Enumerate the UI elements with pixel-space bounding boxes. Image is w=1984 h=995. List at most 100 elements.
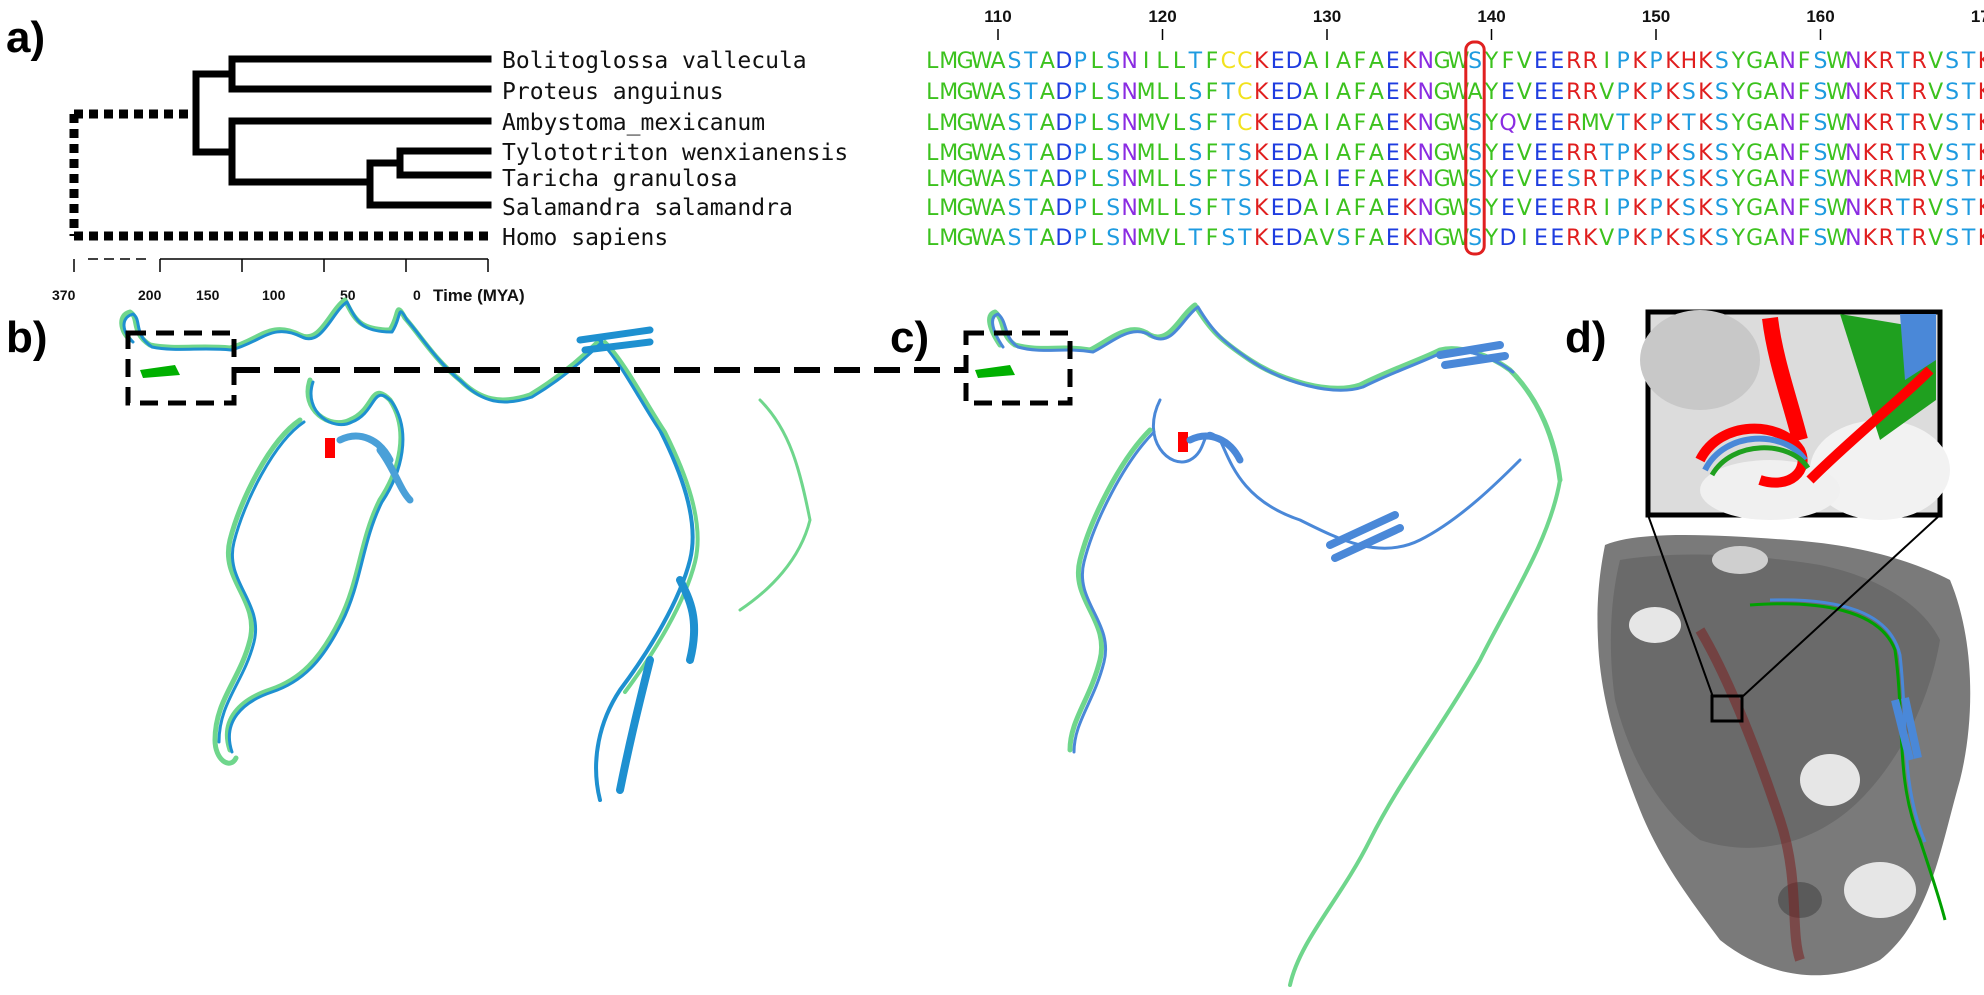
residue: K bbox=[1978, 141, 1984, 166]
residue: N bbox=[1779, 80, 1795, 105]
residue: Y bbox=[1731, 196, 1746, 221]
residue: P bbox=[1074, 49, 1087, 74]
residue: N bbox=[1417, 111, 1433, 136]
residue: L bbox=[1173, 111, 1186, 136]
residue: V bbox=[1319, 226, 1334, 251]
residue: S bbox=[1008, 167, 1022, 192]
inset-chain-green bbox=[1709, 445, 1811, 477]
residue: N bbox=[1121, 141, 1137, 166]
residue: E bbox=[1534, 141, 1548, 166]
residue: W bbox=[1448, 111, 1470, 136]
residue: E bbox=[1550, 167, 1564, 192]
residue: T bbox=[1023, 80, 1038, 105]
residue: S bbox=[1814, 49, 1828, 74]
residue: P bbox=[1616, 49, 1629, 74]
inset-chain-red bbox=[1762, 317, 1808, 442]
residue: R bbox=[1583, 80, 1598, 105]
residue: G bbox=[1434, 49, 1451, 74]
residue: S bbox=[1682, 196, 1696, 221]
residue: H bbox=[1681, 49, 1698, 74]
residue: Y bbox=[1484, 49, 1499, 74]
residue: L bbox=[1173, 80, 1186, 105]
residue: D bbox=[1055, 167, 1072, 192]
residue: S bbox=[1715, 196, 1729, 221]
time-axis-label: Time (MYA) bbox=[433, 286, 525, 305]
residue: V bbox=[1928, 167, 1943, 192]
dashed-box-c bbox=[963, 330, 1073, 406]
residue: Y bbox=[1731, 80, 1746, 105]
residue: F bbox=[1206, 226, 1219, 251]
panel-label-a: a) bbox=[6, 13, 45, 62]
residue: R bbox=[1566, 49, 1581, 74]
residue: I bbox=[1324, 80, 1331, 105]
residue: T bbox=[1023, 167, 1038, 192]
residue: G bbox=[957, 49, 974, 74]
residue: A bbox=[1764, 196, 1779, 221]
residue: N bbox=[1121, 167, 1137, 192]
backbone-light-c bbox=[987, 302, 1563, 483]
residue: E bbox=[1271, 49, 1285, 74]
residue: S bbox=[1008, 49, 1022, 74]
residue: N bbox=[1845, 111, 1861, 136]
residue: Y bbox=[1484, 196, 1499, 221]
residue: S bbox=[1221, 226, 1235, 251]
residue: S bbox=[1945, 49, 1959, 74]
residue: C bbox=[1237, 49, 1252, 74]
residue: E bbox=[1271, 111, 1285, 136]
residue: R bbox=[1912, 49, 1927, 74]
highlight-box bbox=[1464, 40, 1486, 256]
residue: S bbox=[1008, 226, 1022, 251]
residue: G bbox=[1434, 111, 1451, 136]
residue: T bbox=[1961, 141, 1976, 166]
position-tick-label: 160 bbox=[1806, 7, 1834, 26]
residue: K bbox=[1698, 196, 1713, 221]
residue: W bbox=[1448, 196, 1470, 221]
residue: F bbox=[1354, 196, 1367, 221]
residue: F bbox=[1354, 111, 1367, 136]
residue: S bbox=[1468, 49, 1482, 74]
residue: R bbox=[1583, 49, 1598, 74]
residue: I bbox=[1324, 196, 1331, 221]
residue: E bbox=[1534, 167, 1548, 192]
residue: Y bbox=[1484, 141, 1499, 166]
residue: G bbox=[957, 80, 974, 105]
residue: N bbox=[1779, 141, 1795, 166]
surface-patch bbox=[1800, 754, 1860, 806]
residue: K bbox=[1632, 167, 1647, 192]
residue: E bbox=[1534, 111, 1548, 136]
residue: E bbox=[1386, 111, 1400, 136]
residue: V bbox=[1599, 111, 1614, 136]
residue: E bbox=[1550, 226, 1564, 251]
residue: L bbox=[1173, 141, 1186, 166]
species-label: Tylototriton wenxianensis bbox=[502, 140, 848, 166]
helix-top-c bbox=[1436, 341, 1509, 369]
residue: S bbox=[1945, 141, 1959, 166]
residue: S bbox=[1106, 80, 1120, 105]
time-axis bbox=[73, 258, 489, 272]
residue: W bbox=[1448, 141, 1470, 166]
residue: R bbox=[1566, 111, 1581, 136]
residue: N bbox=[1845, 49, 1861, 74]
residue: W bbox=[971, 226, 993, 251]
residue: N bbox=[1417, 80, 1433, 105]
residue: W bbox=[1826, 80, 1848, 105]
residue: V bbox=[1517, 196, 1532, 221]
residue: T bbox=[1615, 111, 1630, 136]
residue: M bbox=[939, 167, 958, 192]
residue: P bbox=[1074, 141, 1087, 166]
residue: A bbox=[1468, 80, 1483, 105]
residue: E bbox=[1386, 80, 1400, 105]
residue: I bbox=[1603, 49, 1610, 74]
residue: N bbox=[1845, 80, 1861, 105]
residue: S bbox=[1106, 111, 1120, 136]
residue: T bbox=[1023, 226, 1038, 251]
residue: R bbox=[1912, 167, 1927, 192]
residue: A bbox=[1303, 196, 1318, 221]
residue: W bbox=[971, 141, 993, 166]
residue: F bbox=[1502, 49, 1515, 74]
residue: A bbox=[990, 49, 1005, 74]
residue: F bbox=[1206, 49, 1219, 74]
residue: P bbox=[1649, 226, 1662, 251]
